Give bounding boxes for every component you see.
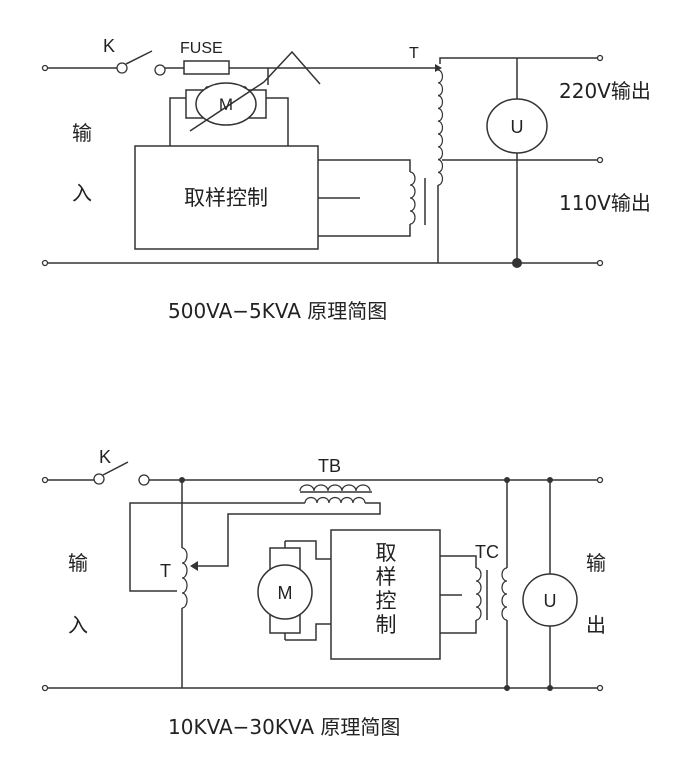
switch-k-blade [102, 461, 129, 476]
diagram-500va-5kva: K FUSE T M U 取样控制 输 入 220V输出 110V输出 500V… [41, 36, 651, 323]
label-t-2: T [160, 561, 171, 581]
label-control-char-2: 样 [376, 565, 397, 589]
switch-k-contact-left [93, 473, 105, 485]
switch-k-contact-right [154, 64, 166, 76]
label-tb: TB [318, 456, 341, 476]
booster-transformer-tb-primary [299, 484, 371, 492]
label-input-bottom: 入 [72, 181, 92, 205]
tc-coil-right [501, 567, 508, 621]
caption-diagram-1: 500VA−5KVA 原理简图 [168, 299, 387, 323]
regulator-transformer-t-coil [181, 547, 188, 609]
label-u: U [511, 117, 524, 137]
input-terminal-top [41, 64, 49, 72]
label-input-top: 输 [72, 121, 92, 145]
motor-m [195, 82, 257, 126]
label-220v-output: 220V输出 [559, 79, 651, 103]
label-input-bottom-2: 入 [68, 613, 88, 637]
label-k-2: K [99, 447, 111, 467]
label-t: T [409, 45, 419, 62]
output-220v-line [439, 57, 600, 64]
label-sampling-control: 取样控制 [184, 186, 268, 210]
label-fuse: FUSE [180, 40, 223, 57]
label-control-char-4: 制 [376, 613, 397, 637]
motor-m-2 [257, 564, 313, 620]
label-m: M [219, 95, 233, 114]
motor-shaft [189, 81, 265, 132]
tc-coil-left [475, 567, 482, 621]
label-110v-output: 110V输出 [559, 191, 651, 215]
label-control-char-1: 取 [376, 541, 397, 565]
caption-diagram-2: 10KVA−30KVA 原理简图 [168, 715, 400, 739]
junction-dot [512, 258, 522, 268]
sensing-coil [409, 171, 416, 225]
autotransformer-t-coil [437, 69, 444, 186]
label-control-char-3: 控 [376, 589, 397, 613]
diagram-10kva-30kva: K TB T TC M U 取 样 控 制 输 入 输 出 10KVA−30KV… [41, 447, 606, 739]
label-u-2: U [544, 591, 557, 611]
label-output-top: 输 [586, 551, 606, 575]
tap-arrow [435, 64, 442, 72]
label-m-2: M [278, 583, 293, 603]
label-input-top-2: 输 [68, 551, 88, 575]
booster-transformer-tb-secondary [304, 496, 366, 504]
label-tc: TC [475, 542, 499, 562]
switch-k-contact-left [116, 62, 128, 74]
motor-link-arm [263, 50, 321, 85]
label-output-bottom: 出 [586, 613, 606, 637]
switch-k-blade [125, 50, 153, 65]
label-k: K [103, 36, 115, 56]
fuse [183, 60, 230, 75]
switch-k-contact-right [138, 474, 150, 486]
